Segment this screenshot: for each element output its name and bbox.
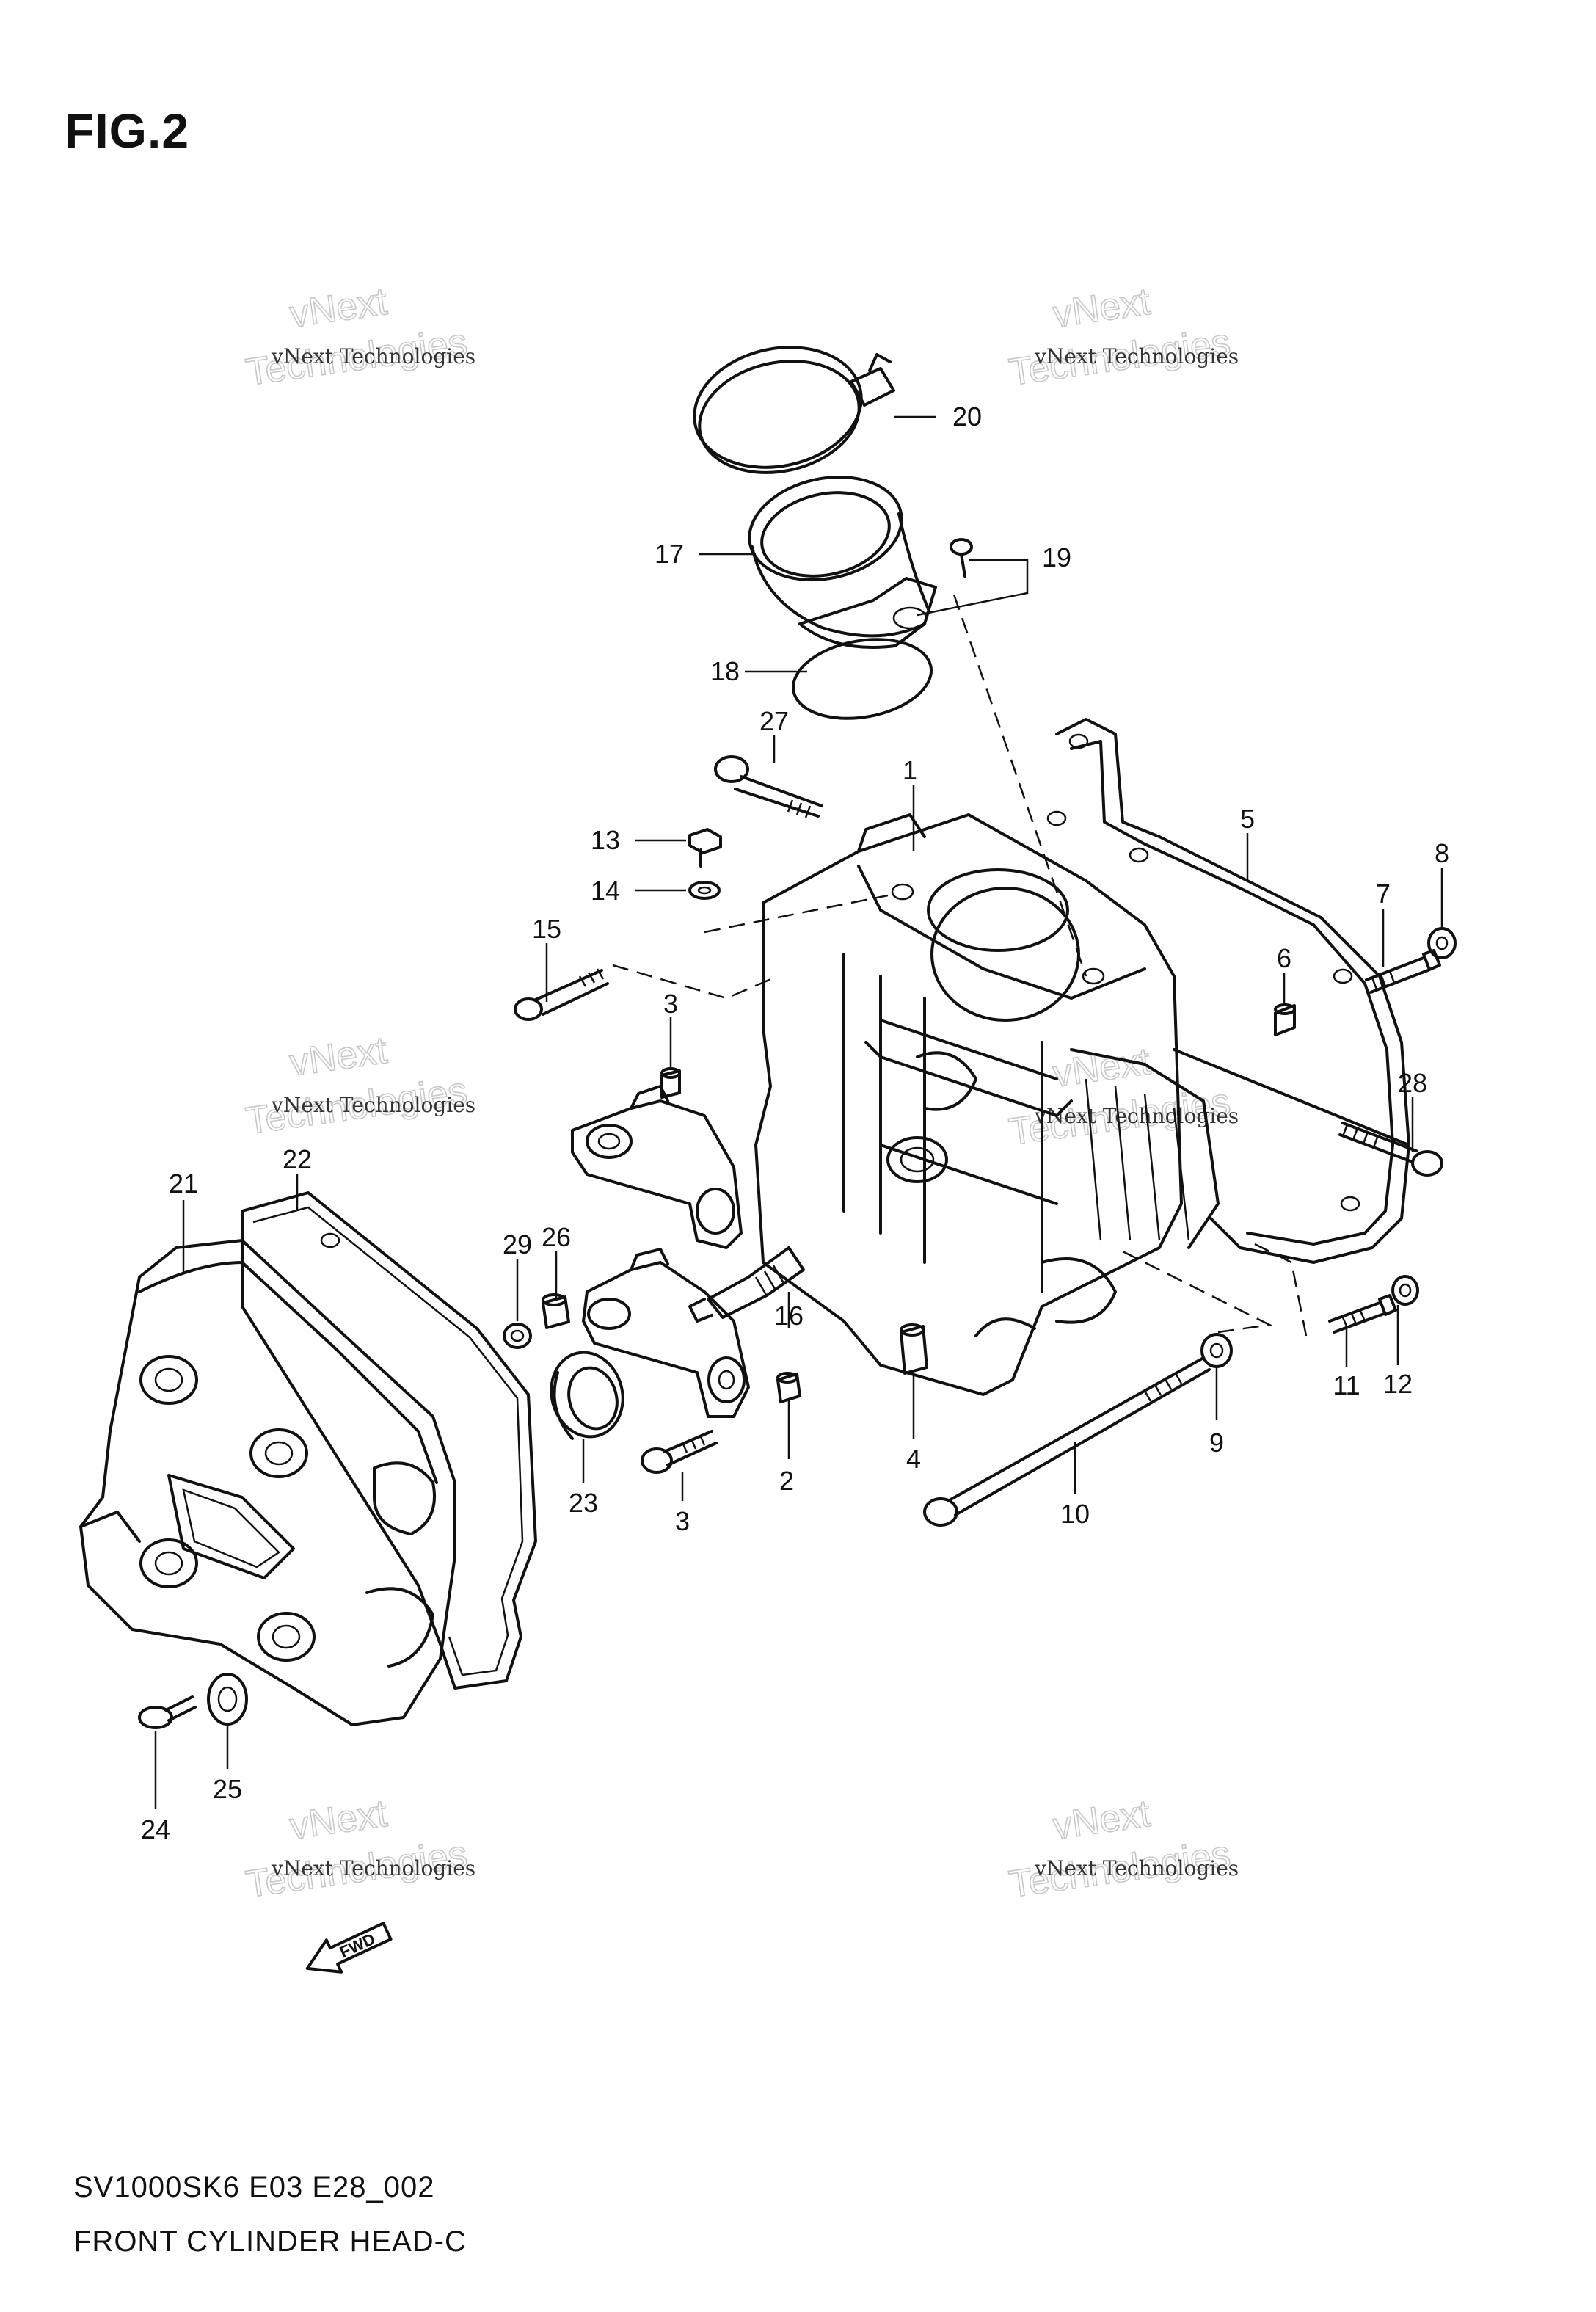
callout-24: 24 (141, 1814, 170, 1844)
callout-22: 22 (283, 1144, 312, 1174)
part-15-bolt (514, 968, 609, 1021)
callout-28: 28 (1398, 1068, 1427, 1098)
callout-26: 26 (542, 1222, 571, 1252)
part-18-o-ring (792, 638, 933, 720)
svg-text:vNext Technologies: vNext Technologies (271, 344, 475, 368)
model-code: SV1000SK6 E03 E28_002 (73, 2171, 435, 2203)
part-29-washer (503, 1323, 532, 1349)
callout-10: 10 (1060, 1499, 1090, 1529)
watermark-top-right: Technologies vNext vNext Technologies (1006, 280, 1239, 395)
part-24-bolt (138, 1695, 197, 1729)
svg-text:vNext: vNext (1050, 280, 1153, 336)
svg-text:vNext Technologies: vNext Technologies (271, 1856, 475, 1880)
callout-13: 13 (591, 825, 620, 855)
part-3-bolt-lower (641, 1430, 718, 1474)
svg-text:vNext: vNext (1050, 1792, 1153, 1848)
callout-12: 12 (1383, 1369, 1413, 1399)
callout-21: 21 (169, 1168, 198, 1199)
callout-19: 19 (1042, 542, 1071, 572)
callout-2: 2 (779, 1466, 794, 1496)
callout-4: 4 (906, 1444, 921, 1474)
svg-text:vNext: vNext (1050, 1040, 1153, 1096)
part-7-bolt (1365, 949, 1441, 994)
part-11-bolt (1328, 1294, 1397, 1334)
watermark-top-left: Technologies vNext vNext Technologies (243, 280, 475, 395)
part-5-head-gasket (1046, 718, 1410, 1264)
callout-1: 1 (903, 755, 917, 785)
part-22-cover-gasket (241, 1191, 537, 1690)
part-13-bolt (688, 828, 722, 868)
svg-text:vNext Technologies: vNext Technologies (1034, 344, 1239, 368)
callout-5: 5 (1240, 804, 1255, 834)
callout-17: 17 (655, 539, 684, 569)
watermark-mid-left: Technologies vNext vNext Technologies (243, 1028, 475, 1144)
callout-25: 25 (213, 1774, 242, 1804)
callout-18: 18 (710, 656, 740, 686)
callout-29: 29 (503, 1229, 532, 1259)
callout-labels: 1 2 3 3 4 5 6 7 8 9 10 11 12 13 14 15 16… (141, 401, 1449, 1844)
part-16-spark-plug (688, 1246, 805, 1323)
callout-3-lower: 3 (675, 1506, 690, 1536)
diagram-description: FRONT CYLINDER HEAD-C (73, 2225, 467, 2258)
watermark-bottom-right: Technologies vNext vNext Technologies (1006, 1792, 1239, 1907)
svg-text:vNext: vNext (287, 280, 390, 336)
part-21-head-cover (79, 1239, 456, 1726)
camshaft-holder-upper (571, 1085, 743, 1249)
callout-20: 20 (952, 401, 982, 432)
part-10-bolt (923, 1356, 1211, 1527)
part-23-seal (550, 1351, 624, 1440)
part-25-seal-washer (207, 1673, 248, 1726)
callout-23: 23 (569, 1488, 598, 1518)
part-14-washer (688, 881, 721, 900)
assembly-lines (612, 594, 1308, 1337)
part-9-washer (1200, 1333, 1233, 1368)
part-28-bolt (1173, 1048, 1443, 1177)
callout-7: 7 (1376, 879, 1391, 909)
part-8-washer (1427, 927, 1457, 959)
leader-lines (154, 415, 1443, 1809)
part-27-bolt (714, 755, 823, 818)
svg-text:vNext Technologies: vNext Technologies (271, 1093, 475, 1117)
part-26-dowel (542, 1293, 570, 1329)
callout-8: 8 (1435, 838, 1449, 868)
part-1-cylinder-head (754, 813, 1220, 1396)
callout-11: 11 (1333, 1370, 1360, 1400)
svg-text:vNext Technologies: vNext Technologies (1034, 1856, 1239, 1880)
part-2-dowel (776, 1372, 801, 1403)
callout-16: 16 (774, 1301, 804, 1331)
part-4-dowel (900, 1323, 928, 1375)
camshaft-holder-lower (582, 1248, 750, 1418)
callout-27: 27 (759, 706, 789, 736)
callout-3-upper: 3 (663, 989, 678, 1019)
svg-text:vNext: vNext (287, 1029, 390, 1085)
watermark-bottom-left: Technologies vNext vNext Technologies (243, 1792, 475, 1907)
callout-9: 9 (1209, 1428, 1224, 1458)
svg-text:vNext: vNext (287, 1792, 390, 1848)
part-12-washer (1391, 1275, 1419, 1306)
callout-6: 6 (1277, 943, 1291, 973)
fwd-arrow-icon: FWD (305, 1922, 393, 1974)
part-19-screw (950, 538, 973, 578)
part-17-intake-pipe (748, 475, 937, 649)
callout-14: 14 (591, 876, 620, 906)
part-6-dowel (1274, 1003, 1296, 1036)
figure-title: FIG.2 (65, 103, 190, 158)
callout-15: 15 (532, 914, 561, 944)
part-20-clamp (693, 346, 895, 474)
